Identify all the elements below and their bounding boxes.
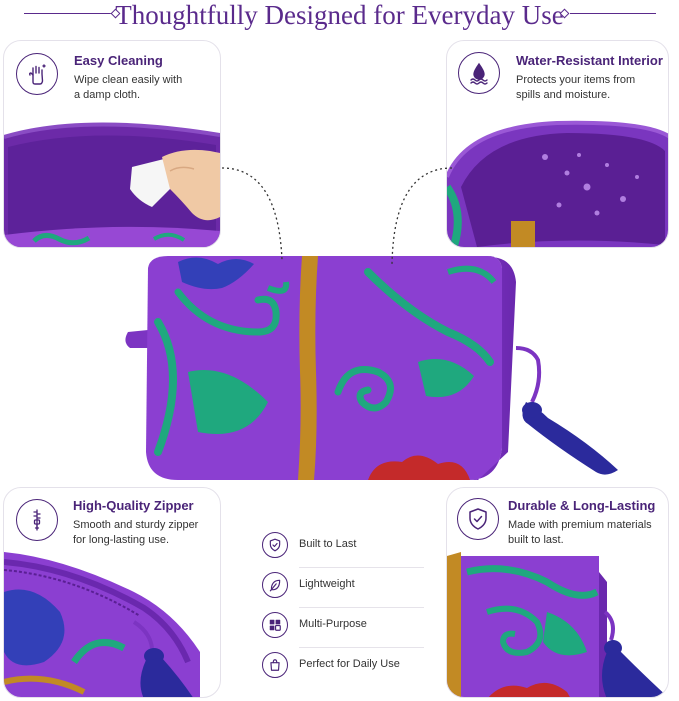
benefit-item: Lightweight (262, 568, 432, 608)
durable-photo (447, 552, 668, 697)
benefit-item: Multi-Purpose (262, 608, 432, 648)
divider (299, 607, 424, 608)
header-left-rule (24, 13, 112, 14)
feather-icon (262, 572, 288, 598)
benefit-label: Lightweight (299, 578, 355, 590)
feature-desc: Smooth and sturdy zipper for long-lastin… (73, 519, 199, 546)
grid-icon (262, 612, 288, 638)
zipper-icon (16, 499, 58, 541)
divider (299, 567, 424, 568)
feature-title: High-Quality Zipper (73, 498, 194, 513)
benefit-item: Perfect for Daily Use (262, 648, 432, 688)
feature-card-easy-cleaning: Easy Cleaning Wipe clean easily with a d… (3, 40, 221, 248)
connector-line-left (221, 167, 283, 261)
shield-check-icon (457, 498, 499, 540)
feature-desc: Wipe clean easily with a damp cloth. (74, 74, 183, 101)
header-right-rule (570, 13, 656, 14)
divider (299, 647, 424, 648)
feature-title: Water-Resistant Interior (516, 53, 663, 68)
zipper-photo (4, 552, 200, 697)
water-drop-icon (458, 52, 500, 94)
page-title: Thoughtfully Designed for Everyday Use (115, 0, 564, 30)
benefit-label: Perfect for Daily Use (299, 658, 400, 670)
feature-title: Easy Cleaning (74, 53, 163, 68)
feature-card-zipper: High-Quality Zipper Smooth and sturdy zi… (3, 487, 221, 698)
cleaning-photo (4, 122, 220, 247)
benefits-list: Built to Last Lightweight Multi-Purpose … (262, 528, 432, 688)
connector-line-right (391, 167, 453, 265)
feature-card-water-resistant: Water-Resistant Interior Protects your i… (446, 40, 669, 248)
feature-card-durable: Durable & Long-Lasting Made with premium… (446, 487, 669, 698)
water-resistant-photo (447, 120, 668, 247)
benefit-item: Built to Last (262, 528, 432, 568)
shield-check-icon (262, 532, 288, 558)
bag-icon (262, 652, 288, 678)
page-header: Thoughtfully Designed for Everyday Use (0, 0, 679, 32)
feature-title: Durable & Long-Lasting (508, 498, 656, 513)
hand-sparkle-icon (16, 53, 58, 95)
feature-desc: Protects your items from spills and mois… (516, 74, 636, 101)
feature-desc: Made with premium materials built to las… (508, 519, 652, 546)
benefit-label: Built to Last (299, 538, 357, 550)
toiletry-bag-illustration (125, 256, 618, 480)
benefit-label: Multi-Purpose (299, 618, 367, 630)
